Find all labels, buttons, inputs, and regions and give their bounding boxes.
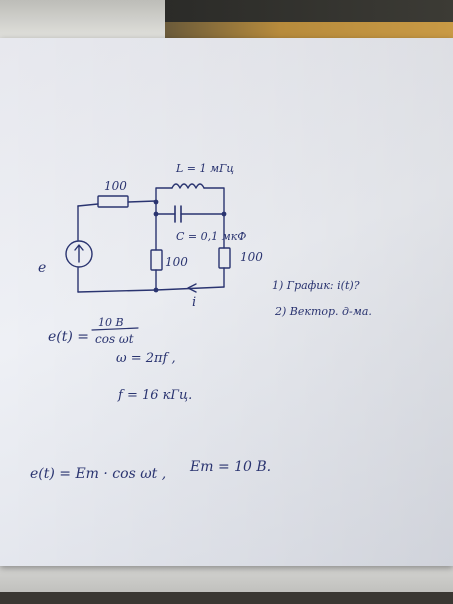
resistor-r2 xyxy=(150,249,163,271)
label-r1: 100 xyxy=(104,179,127,193)
notebook-sheet xyxy=(0,38,453,566)
label-capacitor: C = 0,1 мкФ xyxy=(176,230,246,243)
resistor-r3 xyxy=(218,247,231,269)
wire-inductor-right xyxy=(203,187,225,215)
formula-e-numerator: 10 В xyxy=(98,316,124,329)
formula-e-denominator: cos ωt xyxy=(95,332,134,346)
label-inductor: L = 1 мГц xyxy=(175,162,234,175)
background-paper-top xyxy=(0,0,168,44)
task-graph: 1) График: i(t)? xyxy=(272,279,360,292)
label-r3: 100 xyxy=(240,250,263,264)
capacitor-c xyxy=(174,205,182,223)
formula-final-right: Em = 10 В. xyxy=(189,459,271,475)
wire-inductor-left xyxy=(155,187,173,203)
label-current-i: i xyxy=(192,295,196,310)
label-r2: 100 xyxy=(165,255,188,269)
inductor-l xyxy=(171,183,205,189)
label-source-e: e xyxy=(38,260,46,276)
node-bottom xyxy=(153,287,159,293)
circuit-schematic xyxy=(65,183,231,293)
background-dark-bottom xyxy=(0,592,453,604)
formula-omega: ω = 2πf , xyxy=(116,351,176,366)
wire-top-mid xyxy=(127,200,157,203)
wire-top-left xyxy=(77,203,99,207)
formula-e-lhs: e(t) = xyxy=(48,329,89,345)
wire-bottom xyxy=(77,286,225,293)
voltage-source xyxy=(65,240,93,268)
background-wood-edge xyxy=(165,22,453,42)
source-arrow-icon xyxy=(74,244,84,263)
fraction-bar xyxy=(91,327,139,331)
formula-final-left: e(t) = Em · cos ωt , xyxy=(30,466,166,482)
background-dark-top xyxy=(165,0,453,22)
current-arrow-icon xyxy=(187,283,197,293)
task-vector-diagram: 2) Вектор. д-ма. xyxy=(274,305,372,318)
sheet-shading xyxy=(0,38,453,566)
formula-frequency: f = 16 кГц. xyxy=(117,388,192,403)
resistor-r1 xyxy=(97,195,129,208)
